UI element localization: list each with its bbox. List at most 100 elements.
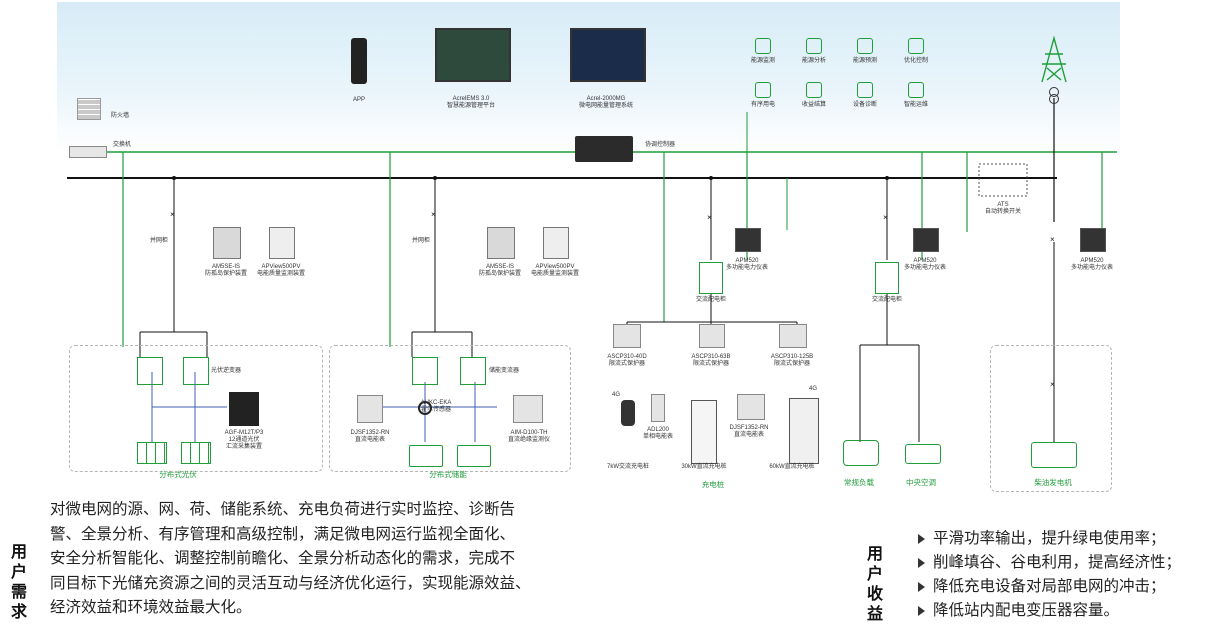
svg-text:×: × — [170, 210, 175, 219]
charging-cabinet — [699, 262, 723, 294]
settlement-icon — [806, 82, 822, 98]
benefits-list: 平滑功率输出，提升绿电使用率； 削峰填谷、谷电利用，提高经济性； 降低充电设备对… — [918, 527, 1181, 623]
benefits-title-char: 益 — [866, 606, 883, 623]
svg-text:×: × — [1050, 235, 1055, 244]
function-label: 能源监测 — [750, 58, 775, 64]
signal-4g-left: 4G — [611, 392, 620, 398]
needs-line: 经济效益和环境效益最大化。 — [50, 599, 252, 616]
p3-desc: 限流式保护器 — [773, 361, 810, 367]
function-label: 智能运维 — [903, 102, 928, 108]
p2-name: ASCP310-63B — [691, 354, 731, 360]
pv-protector-name: AM5SE-IS — [211, 264, 240, 270]
signal-4g-right: 4G — [808, 386, 817, 392]
adl-meter — [651, 394, 665, 422]
storage-grid-cabinet: 并网柜 — [411, 238, 430, 244]
firewall-label: 防火墙 — [110, 113, 129, 119]
svg-text:×: × — [431, 210, 436, 219]
protector-1 — [613, 324, 641, 348]
load-meter — [913, 228, 939, 252]
maintenance-icon — [908, 82, 924, 98]
benefits-title-char: 户 — [866, 566, 883, 583]
benefits-title-char: 用 — [866, 546, 883, 563]
charging-dc-meter-desc: 直流电能表 — [733, 432, 764, 438]
pv-inverter-1 — [137, 357, 163, 385]
ac-pile-label: 7kW交流充电桩 — [606, 464, 649, 470]
pv-inverter-2 — [183, 357, 209, 385]
benefits-title-char: 收 — [866, 586, 883, 603]
benefit-text: 削峰填谷、谷电利用，提高经济性； — [933, 554, 1182, 571]
insulation-monitor — [513, 395, 543, 423]
p2-desc: 限流式保护器 — [692, 361, 729, 367]
ac-pile-icon — [621, 400, 635, 426]
mg-screen — [570, 28, 646, 82]
generator-meter-desc: 多功能电力仪表 — [1070, 265, 1113, 271]
control-icon — [908, 38, 924, 54]
monitor-icon — [755, 38, 771, 54]
ats-desc: 自动转换开关 — [984, 209, 1021, 215]
pv-combiner-desc2: 汇流采集装置 — [225, 444, 262, 450]
storage-protector-name: AM5SE-IS — [485, 264, 514, 270]
needs-title: 用 户 需 求 — [10, 543, 28, 623]
solar-panel-icon — [181, 442, 211, 464]
load-meter-name: APM520 — [913, 258, 937, 264]
controller-label: 协调控制器 — [644, 142, 675, 148]
pv-quality-device — [269, 227, 295, 259]
function-label: 优化控制 — [903, 58, 928, 64]
insul-name: AIM-D100-TH — [510, 430, 548, 436]
needs-line: 安全分析智能化、调整控制前瞻化、全景分析动态化的需求，完成不 — [50, 550, 516, 567]
protector-2 — [699, 324, 725, 348]
ems-screen — [435, 28, 511, 82]
generator-title: 柴油发电机 — [1034, 478, 1072, 487]
battery-icon — [457, 445, 491, 467]
storage-zone-title: 分布式储能 — [429, 470, 467, 479]
storage-quality-name: APView500PV — [535, 264, 575, 270]
benefit-item: 削峰填谷、谷电利用，提高经济性； — [918, 551, 1181, 575]
svg-text:×: × — [1050, 380, 1055, 389]
insul-desc: 直流绝缘监测仪 — [507, 437, 550, 443]
charging-dc-meter-name: DJSF1352-RN — [729, 425, 769, 431]
benefits-title: 用 户 收 益 — [866, 545, 884, 625]
dc-pile-60-icon — [789, 398, 819, 464]
pcs-1 — [412, 357, 438, 385]
function-label: 有序用电 — [750, 102, 775, 108]
charging-cabinet-label: 交流配电柜 — [695, 297, 726, 303]
pv-quality-name: APView500PV — [261, 264, 301, 270]
diagram-wiring: × × × × × × — [67, 35, 1117, 442]
dc-pile-30-label: 30kW直流充电桩 — [681, 464, 727, 470]
hall-sensor-icon — [418, 401, 432, 415]
storage-quality-desc: 电能质量监测装置 — [530, 271, 579, 277]
app-label: APP — [352, 97, 365, 103]
charging-meter-name: APM520 — [735, 258, 759, 264]
storage-protector-desc: 防孤岛保护装置 — [478, 271, 521, 277]
needs-title-char: 需 — [10, 584, 27, 601]
svg-text:×: × — [883, 213, 888, 222]
needs-line: 对微电网的源、网、荷、储能系统、充电负荷进行实时监控、诊断告 — [50, 501, 516, 518]
needs-title-char: 求 — [10, 604, 27, 621]
benefit-item: 降低站内配电变压器容量。 — [918, 599, 1181, 623]
benefit-text: 降低充电设备对局部电网的冲击； — [933, 578, 1166, 595]
svg-text:×: × — [707, 213, 712, 222]
adl-desc: 单相电能表 — [642, 434, 673, 440]
generator-zone — [990, 345, 1112, 492]
benefit-text: 平滑功率输出，提升绿电使用率； — [933, 530, 1166, 547]
phone-icon — [351, 38, 367, 84]
hall-name: AHKC-EKA — [420, 400, 452, 406]
load-meter-desc: 多功能电力仪表 — [903, 265, 946, 271]
charging-dc-meter — [737, 394, 765, 420]
needs-title-char: 用 — [10, 544, 27, 561]
function-label: 收益结算 — [801, 102, 826, 108]
pv-quality-desc: 电能质量监测装置 — [256, 271, 305, 277]
firewall-icon — [77, 98, 101, 120]
pcs-2 — [460, 357, 486, 385]
storage-dc-meter — [357, 395, 383, 423]
load-cabinet — [875, 262, 899, 294]
battery-icon — [409, 445, 443, 467]
load-cabinet-label: 交流配电柜 — [871, 297, 902, 303]
charging-meter — [735, 228, 761, 252]
ems-name: AcrelEMS 3.0 — [452, 96, 490, 102]
pv-combiner-device — [229, 392, 259, 426]
storage-zone — [329, 345, 571, 472]
analysis-icon — [806, 38, 822, 54]
dc-pile-60-label: 60kW直流充电桩 — [769, 464, 815, 470]
mg-desc: 微电网能量管理系统 — [578, 103, 633, 109]
